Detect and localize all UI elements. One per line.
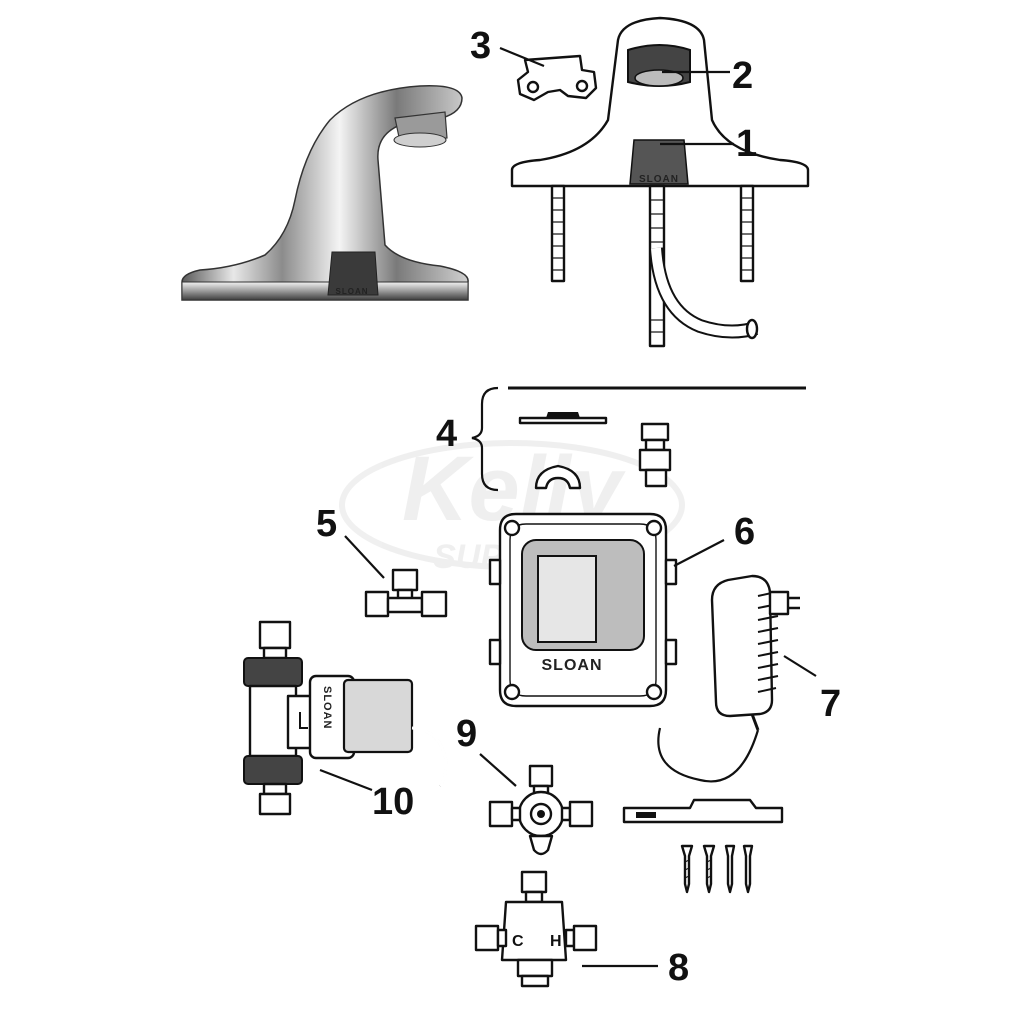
- callout-3: 3: [470, 25, 491, 67]
- callout-4: 4: [436, 413, 457, 455]
- callout-1: 1: [736, 123, 757, 165]
- mixing-valve-cold-mark: C: [512, 933, 524, 950]
- installation-hardware: [622, 798, 784, 894]
- part-7-power-adapter: [657, 574, 800, 783]
- part-9-stop-valve: [488, 764, 594, 856]
- part-4-hardware-group: [471, 386, 806, 492]
- solenoid-brand-label: SLOAN: [321, 686, 333, 730]
- part-1-2-faucet-body: SLOAN: [510, 16, 810, 348]
- control-box-brand-label: SLOAN: [542, 657, 603, 674]
- callout-10: 10: [372, 781, 414, 823]
- callout-2: 2: [732, 55, 753, 97]
- part-3-mounting-plate: [516, 54, 598, 102]
- callout-6: 6: [734, 511, 755, 553]
- callout-numbers: 1 2 3 4 5 6 7 8 9 10: [316, 25, 841, 989]
- mixing-valve-hot-mark: H: [550, 933, 562, 950]
- callout-5: 5: [316, 503, 337, 545]
- part-5-tee-fitting: [364, 568, 448, 618]
- callout-7: 7: [820, 683, 841, 725]
- part-8-mixing-valve: C H: [474, 870, 598, 988]
- part-6-control-box: SLOAN: [488, 512, 678, 708]
- callout-9: 9: [456, 713, 477, 755]
- callout-8: 8: [668, 947, 689, 989]
- faucet-brand-label: SLOAN: [336, 287, 369, 296]
- body-brand-label: SLOAN: [639, 174, 679, 185]
- part-10-solenoid-valve: SLOAN: [243, 620, 448, 816]
- leader-lines: [319, 46, 817, 968]
- assembled-faucet: SLOAN: [181, 85, 469, 301]
